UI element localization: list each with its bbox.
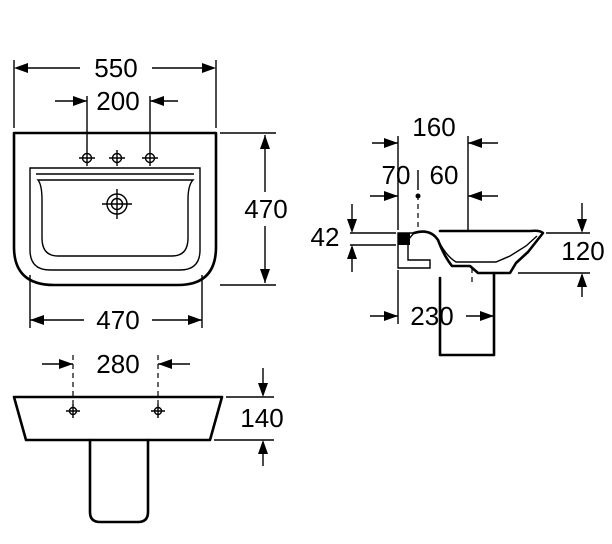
- dim-label-230: 230: [410, 301, 453, 331]
- fixing-hole-right: [151, 404, 165, 418]
- tap-hole-right: [142, 150, 158, 166]
- dim-fixing-spacing: 280: [42, 349, 190, 404]
- basin-section-outline: [412, 229, 545, 275]
- dim-side-bowl-height: 120: [518, 203, 605, 297]
- dim-tap-spacing: 200: [55, 86, 178, 150]
- dim-label-470-width: 470: [96, 305, 139, 335]
- tap-axis-point: [415, 193, 421, 199]
- tap-hole-center: [109, 150, 125, 166]
- dim-pedestal-basin-height: 140: [214, 368, 284, 466]
- pedestal-basin-outline: [12, 395, 224, 442]
- front-view: 550 200 470: [12, 53, 288, 335]
- dim-front-height: 470: [220, 132, 288, 286]
- dim-side-rim-height: 42: [311, 204, 396, 272]
- bowl-inner-outline: [29, 167, 201, 271]
- pedestal-front-view: 280 140: [12, 349, 284, 524]
- dim-side-offsets: 70 60: [370, 160, 498, 201]
- dim-label-70: 70: [382, 160, 411, 190]
- basin-section-inner: [437, 235, 538, 263]
- dim-label-200: 200: [96, 86, 139, 116]
- fixing-hole-left: [66, 404, 80, 418]
- dim-label-470-height: 470: [244, 194, 287, 224]
- dim-label-140: 140: [240, 403, 283, 433]
- dim-label-160: 160: [412, 112, 455, 142]
- basin-outline: [12, 131, 218, 287]
- dim-total-width: 550: [13, 53, 217, 128]
- dim-label-120: 120: [561, 236, 604, 266]
- bowl-inner-wall: [36, 179, 195, 257]
- dim-label-42: 42: [311, 222, 340, 252]
- dim-label-550: 550: [94, 53, 137, 83]
- dim-side-top-depth: 160: [372, 112, 498, 230]
- pedestal-column: [88, 438, 150, 524]
- dim-side-pedestal-offset: 230: [370, 270, 495, 331]
- dim-bottom-width: 470: [29, 275, 203, 335]
- dim-label-60: 60: [430, 160, 459, 190]
- wall-bracket: [397, 232, 431, 269]
- wall-bracket-fill: [398, 233, 410, 245]
- drain-icon: [102, 189, 132, 219]
- tap-hole-left: [79, 150, 95, 166]
- dim-label-280: 280: [96, 349, 139, 379]
- side-view: 160 70 60 42: [311, 112, 605, 357]
